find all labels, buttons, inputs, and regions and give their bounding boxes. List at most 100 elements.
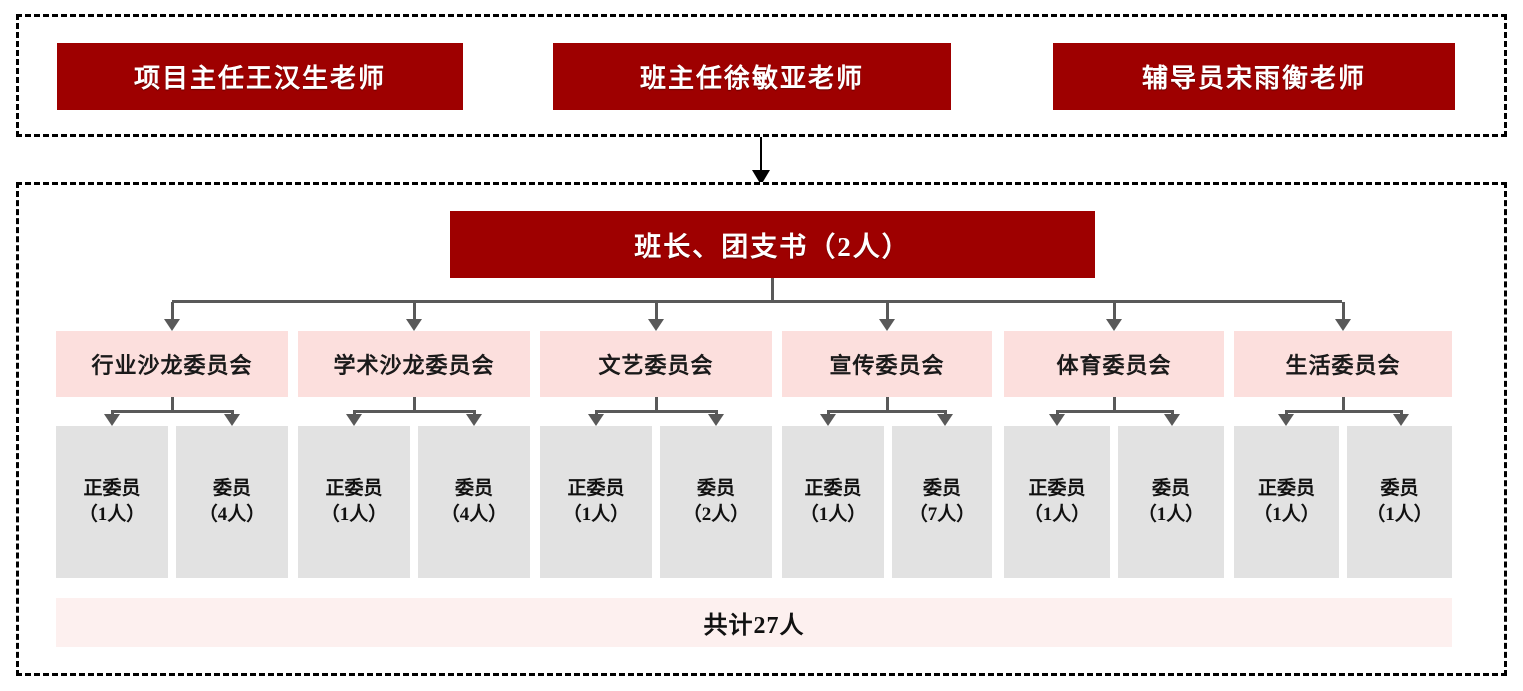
member-role: 委员: [696, 478, 735, 500]
member-role: 委员: [1151, 478, 1190, 500]
leadership-panel: 项目主任王汉生老师 班主任徐敏亚老师 辅导员宋雨衡老师: [16, 14, 1507, 137]
member-stem-line-1: [171, 397, 174, 412]
member-drop-line-3b: [715, 410, 718, 416]
member-arrow-icon-1b: [224, 414, 240, 426]
member-count: （4人）: [440, 504, 508, 525]
member-box-life-members[interactable]: 委员 （1人）: [1347, 426, 1452, 578]
member-count: （1人）: [1366, 504, 1433, 525]
member-box-industry-salon-members[interactable]: 委员 （4人）: [176, 426, 288, 578]
member-arrow-icon-6a: [1278, 414, 1294, 426]
committee-drop-line-1: [171, 302, 174, 321]
member-stem-line-6: [1342, 397, 1345, 412]
member-arrow-icon-1a: [104, 414, 120, 426]
member-bus-line-1: [111, 410, 234, 413]
member-role: 正委员: [83, 478, 141, 500]
committee-bus-line: [172, 300, 1342, 303]
panel-connector-arrow-icon: [752, 170, 770, 185]
committee-box-life[interactable]: 生活委员会: [1234, 331, 1452, 397]
member-arrow-icon-2b: [466, 414, 482, 426]
panel-connector-line: [760, 137, 762, 182]
committee-box-sports[interactable]: 体育委员会: [1004, 331, 1224, 397]
member-count: （7人）: [908, 504, 976, 525]
member-drop-line-2b: [473, 410, 476, 416]
committee-drop-line-4: [886, 302, 889, 321]
member-box-arts-chief[interactable]: 正委员 （1人）: [540, 426, 652, 578]
member-drop-line-6a: [1285, 410, 1288, 416]
member-drop-line-1a: [111, 410, 114, 416]
member-count: （1人）: [320, 504, 388, 525]
member-role: 委员: [454, 478, 493, 500]
member-count: （4人）: [198, 504, 266, 525]
member-arrow-icon-4a: [820, 414, 836, 426]
member-role: 正委员: [1257, 478, 1315, 500]
committee-box-academic-salon[interactable]: 学术沙龙委员会: [298, 331, 530, 397]
member-stem-line-2: [413, 397, 416, 412]
committee-box-industry-salon[interactable]: 行业沙龙委员会: [56, 331, 288, 397]
member-role: 正委员: [804, 478, 862, 500]
member-arrow-icon-5b: [1164, 414, 1180, 426]
committee-box-publicity[interactable]: 宣传委员会: [782, 331, 992, 397]
member-drop-line-2a: [353, 410, 356, 416]
committee-arrow-icon-6: [1335, 319, 1351, 331]
member-box-academic-salon-members[interactable]: 委员 （4人）: [418, 426, 530, 578]
member-arrow-icon-3a: [588, 414, 604, 426]
head-box-class-leaders[interactable]: 班长、团支书（2人）: [450, 211, 1095, 278]
committee-drop-line-5: [1113, 302, 1116, 321]
member-box-sports-chief[interactable]: 正委员 （1人）: [1004, 426, 1110, 578]
member-role: 正委员: [1028, 478, 1086, 500]
member-role: 委员: [212, 478, 251, 500]
member-bus-line-6: [1285, 410, 1403, 413]
member-arrow-icon-3b: [708, 414, 724, 426]
leader-box-counselor[interactable]: 辅导员宋雨衡老师: [1053, 43, 1455, 110]
member-box-publicity-members[interactable]: 委员 （7人）: [892, 426, 992, 578]
member-bus-line-2: [353, 410, 476, 413]
member-bus-line-4: [827, 410, 947, 413]
member-box-arts-members[interactable]: 委员 （2人）: [660, 426, 772, 578]
member-count: （1人）: [1253, 504, 1320, 525]
member-stem-line-5: [1113, 397, 1116, 412]
member-box-publicity-chief[interactable]: 正委员 （1人）: [782, 426, 884, 578]
member-role: 委员: [922, 478, 961, 500]
member-drop-line-1b: [231, 410, 234, 416]
member-count: （1人）: [562, 504, 630, 525]
committee-drop-line-6: [1342, 302, 1345, 321]
member-box-academic-salon-chief[interactable]: 正委员 （1人）: [298, 426, 410, 578]
member-drop-line-4a: [827, 410, 830, 416]
leadership-row: 项目主任王汉生老师 班主任徐敏亚老师 辅导员宋雨衡老师: [19, 17, 1504, 134]
committee-arrow-icon-3: [648, 319, 664, 331]
member-stem-line-4: [886, 397, 889, 412]
member-arrow-icon-6b: [1393, 414, 1409, 426]
committee-arrow-icon-1: [164, 319, 180, 331]
member-arrow-icon-5a: [1049, 414, 1065, 426]
member-role: 正委员: [325, 478, 383, 500]
member-bus-line-5: [1056, 410, 1174, 413]
member-drop-line-5b: [1171, 410, 1174, 416]
committee-box-arts[interactable]: 文艺委员会: [540, 331, 772, 397]
total-headcount-bar: 共计27人: [56, 598, 1452, 647]
committee-arrow-icon-5: [1106, 319, 1122, 331]
member-count: （1人）: [1023, 504, 1091, 525]
head-stem-line: [771, 278, 774, 302]
member-drop-line-3a: [595, 410, 598, 416]
member-role: 委员: [1380, 478, 1419, 500]
member-role: 正委员: [567, 478, 625, 500]
member-drop-line-4b: [944, 410, 947, 416]
committee-arrow-icon-2: [406, 319, 422, 331]
member-count: （1人）: [799, 504, 867, 525]
member-arrow-icon-2a: [346, 414, 362, 426]
member-arrow-icon-4b: [937, 414, 953, 426]
member-count: （1人）: [78, 504, 146, 525]
committee-drop-line-2: [413, 302, 416, 321]
member-drop-line-5a: [1056, 410, 1059, 416]
member-drop-line-6b: [1400, 410, 1403, 416]
committee-arrow-icon-4: [879, 319, 895, 331]
member-box-sports-members[interactable]: 委员 （1人）: [1118, 426, 1224, 578]
member-count: （1人）: [1137, 504, 1205, 525]
member-box-life-chief[interactable]: 正委员 （1人）: [1234, 426, 1339, 578]
member-box-industry-salon-chief[interactable]: 正委员 （1人）: [56, 426, 168, 578]
leader-box-project-director[interactable]: 项目主任王汉生老师: [57, 43, 463, 110]
member-bus-line-3: [595, 410, 718, 413]
leader-box-class-director[interactable]: 班主任徐敏亚老师: [553, 43, 951, 110]
committee-drop-line-3: [655, 302, 658, 321]
